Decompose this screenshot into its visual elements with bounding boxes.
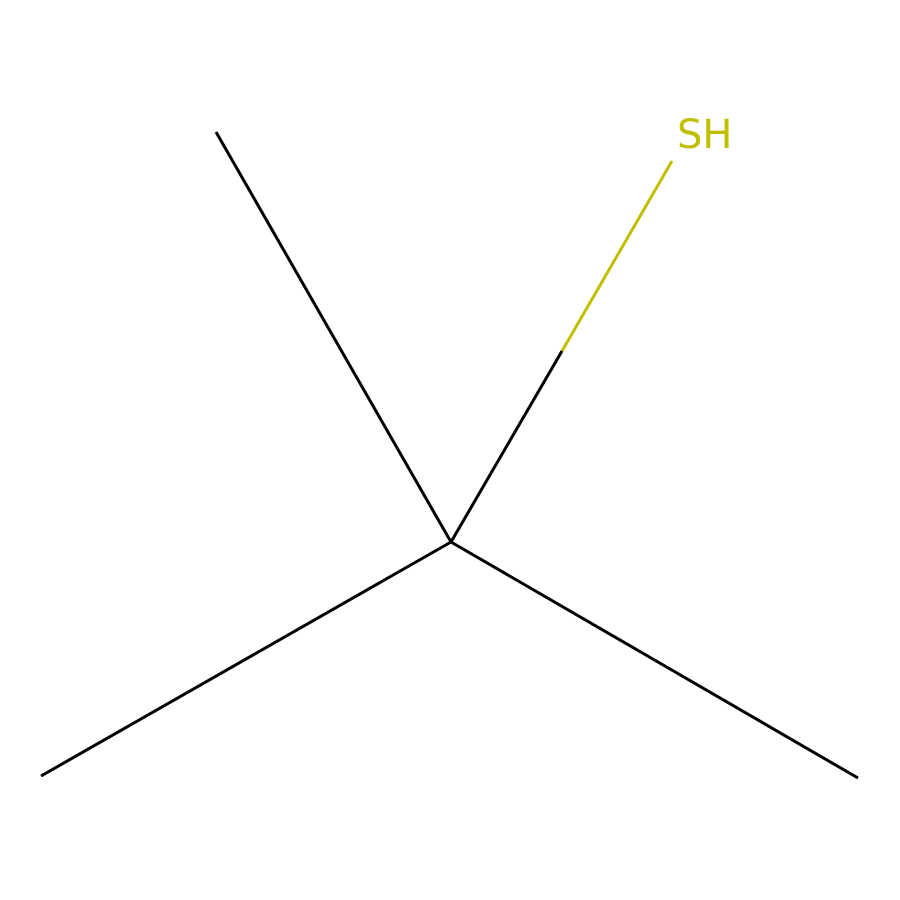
sulfur-atom-label: SH: [677, 112, 732, 158]
bond-c-s-carbon-half: [449, 350, 564, 543]
bond-c-methyl-right: [450, 540, 859, 780]
bond-c-methyl-left: [40, 540, 452, 778]
bond-c-methyl-top: [214, 131, 453, 543]
bond-c-s-sulfur-half: [560, 160, 674, 352]
